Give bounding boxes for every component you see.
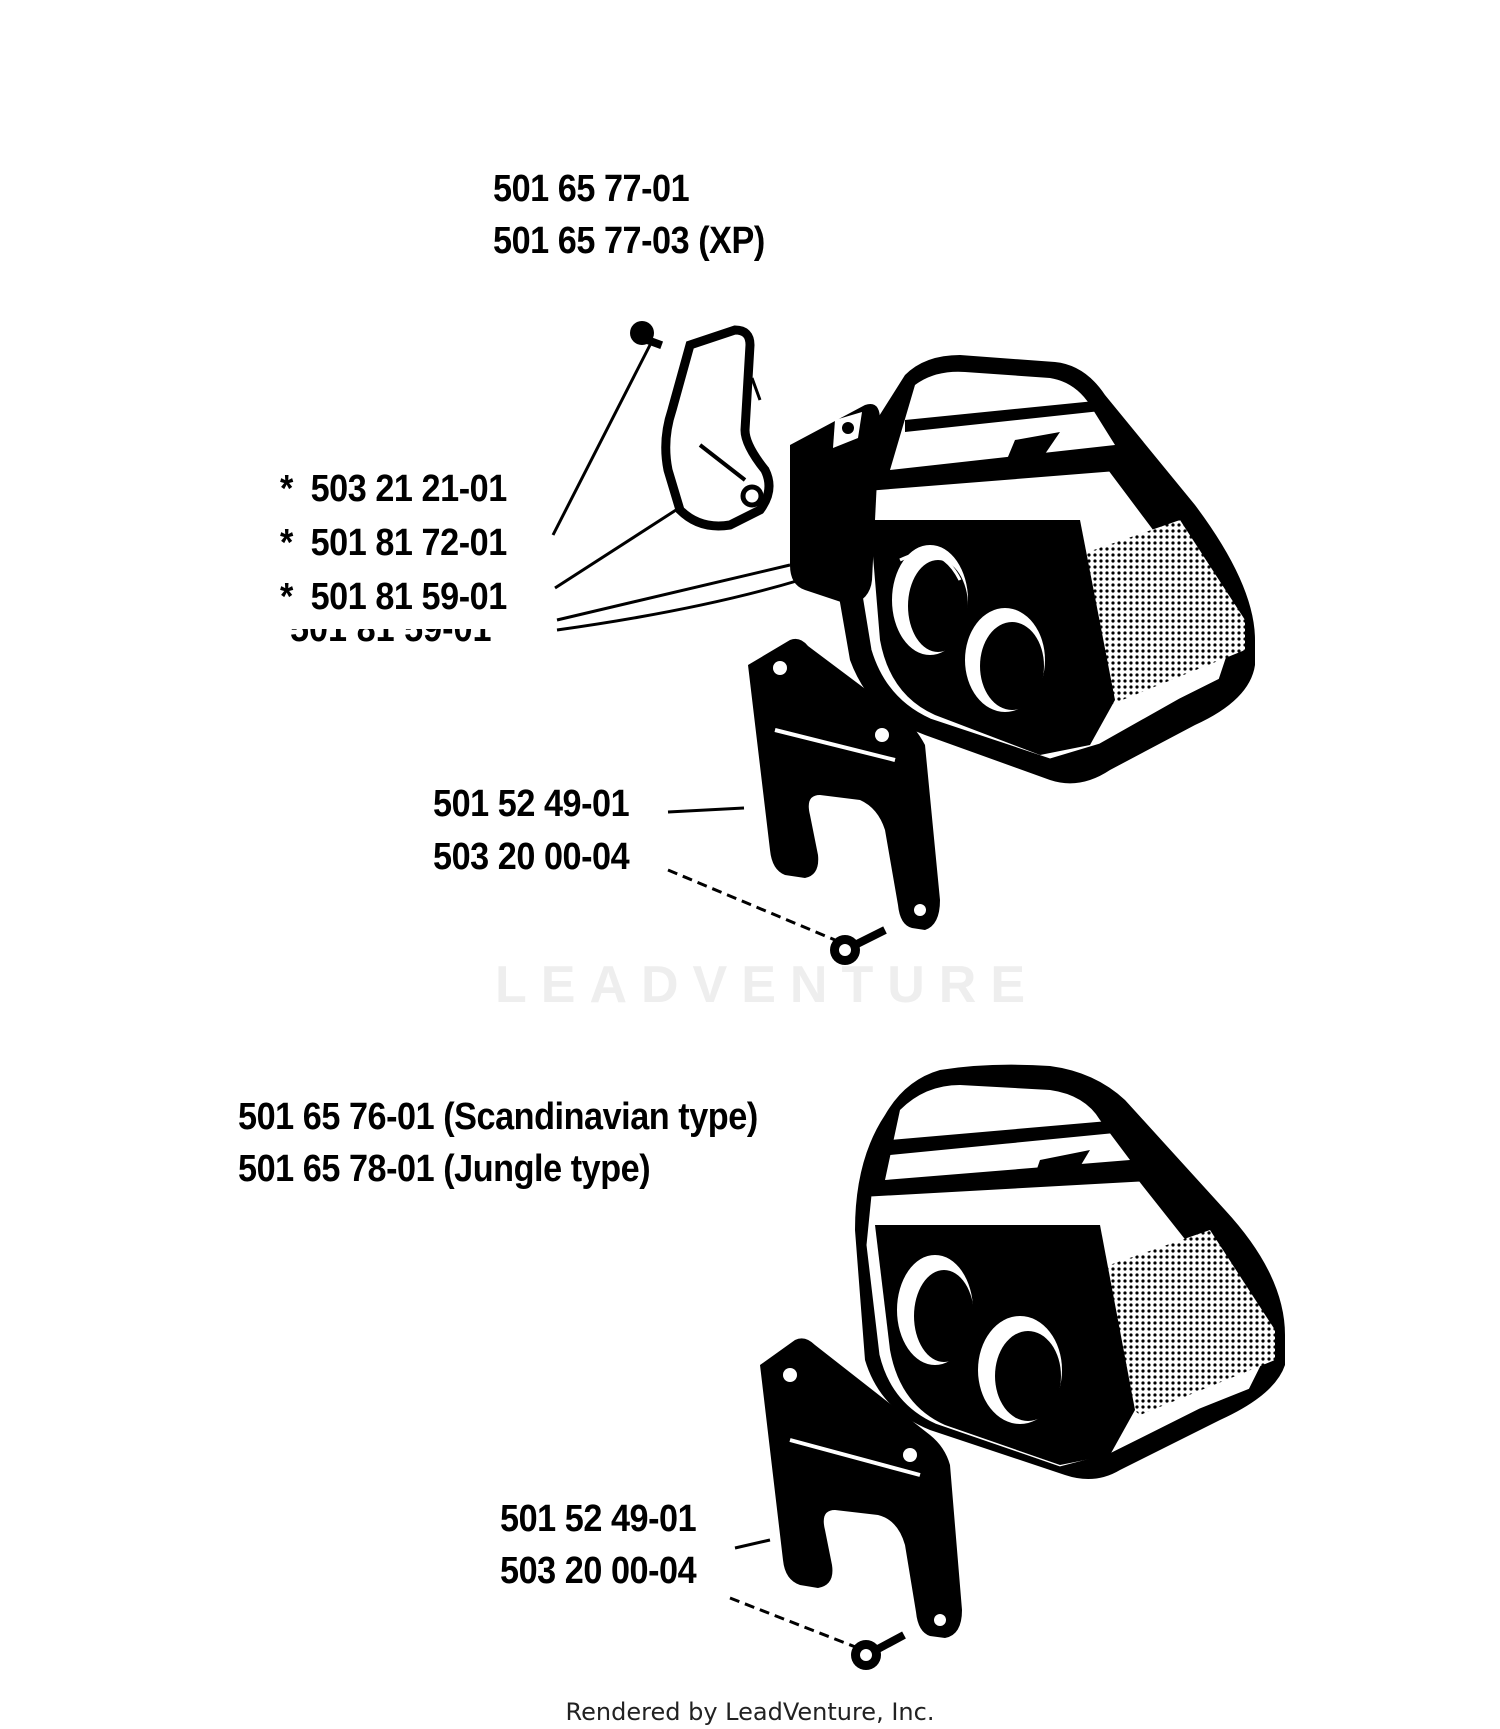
bottom-bracket-part-1: 501 52 49-01 bbox=[500, 1498, 697, 1540]
top-filter-cover-illustration bbox=[829, 355, 1255, 784]
footer-credit: Rendered by LeadVenture, Inc. bbox=[565, 1698, 935, 1726]
duplicate-callout-fragment: 501 81 59-01 bbox=[290, 608, 492, 650]
bottom-filter-cover-illustration bbox=[855, 1064, 1285, 1479]
bottom-title-line-1: 501 65 76-01 (Scandinavian type) bbox=[238, 1096, 758, 1138]
top-leader-lines bbox=[551, 344, 836, 942]
callout-row: * 503 21 21-01 bbox=[280, 470, 507, 508]
callout-row: * 501 81 72-01 bbox=[280, 524, 507, 562]
bottom-title-line-2: 501 65 78-01 (Jungle type) bbox=[238, 1148, 651, 1190]
callout-asterisk: * bbox=[280, 576, 293, 618]
top-bracket-part-2: 503 20 00-04 bbox=[433, 836, 630, 878]
bottom-bracket-part-2: 503 20 00-04 bbox=[500, 1550, 697, 1592]
callout-part-number: 503 21 21-01 bbox=[310, 468, 508, 510]
bottom-bracket-illustration bbox=[760, 1338, 962, 1638]
top-plate-illustration bbox=[661, 325, 774, 531]
callout-row: * 501 81 59-01 bbox=[280, 578, 507, 616]
top-title-line-1: 501 65 77-01 bbox=[493, 168, 690, 210]
top-bracket-illustration bbox=[748, 638, 940, 930]
top-gasket-illustration bbox=[790, 404, 880, 605]
top-bracket-part-1: 501 52 49-01 bbox=[433, 783, 630, 825]
top-title-line-2: 501 65 77-03 (XP) bbox=[493, 220, 765, 262]
watermark-text: LEADVENTURE bbox=[495, 956, 1040, 1014]
callout-asterisk: * bbox=[280, 468, 293, 510]
callout-part-number: 501 81 72-01 bbox=[310, 522, 508, 564]
callout-part-number: 501 81 59-01 bbox=[310, 576, 508, 618]
bottom-bracket-screw-illustration bbox=[851, 1631, 906, 1670]
top-bracket-screw-illustration bbox=[830, 926, 887, 965]
top-screw-illustration bbox=[630, 321, 664, 349]
bottom-leader-lines bbox=[729, 1538, 859, 1650]
callout-asterisk: * bbox=[280, 522, 293, 564]
